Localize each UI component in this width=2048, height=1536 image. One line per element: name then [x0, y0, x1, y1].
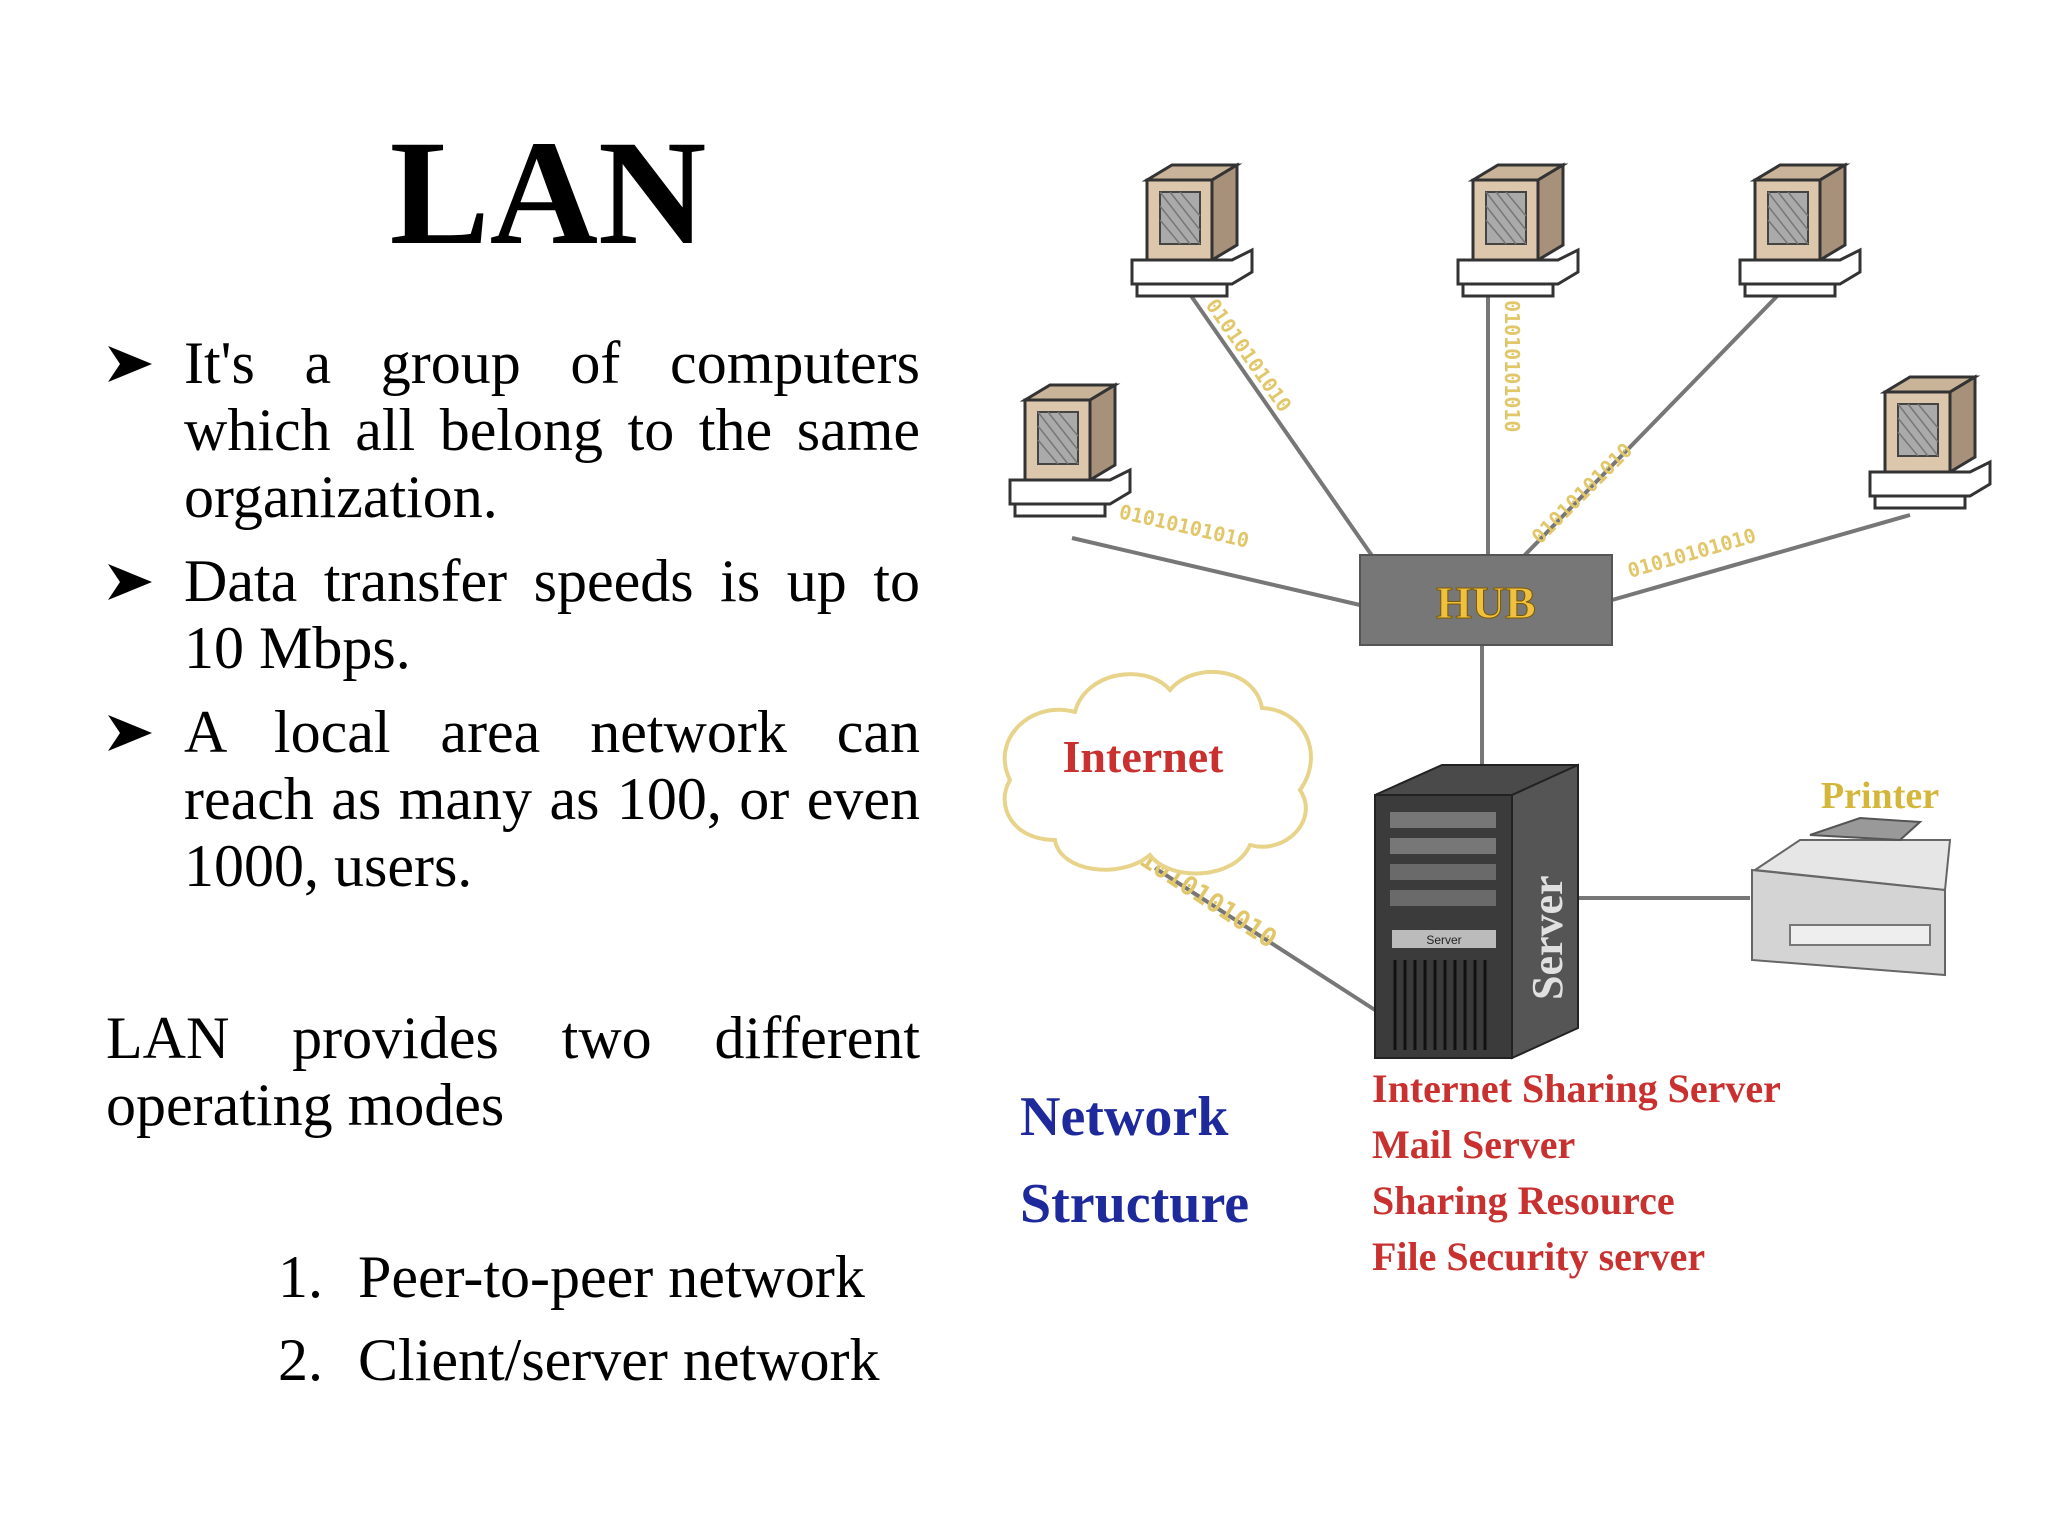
cables — [1071, 278, 1911, 1012]
bits-label: 01010101010 — [1625, 523, 1759, 583]
server-role: Sharing Resource — [1372, 1178, 1675, 1223]
bits-label: 01010101010 — [1117, 499, 1251, 552]
server-roles: Internet Sharing Server Mail Server Shar… — [1372, 1066, 1781, 1279]
mode-label: Peer-to-peer network — [358, 1244, 865, 1310]
mode-label: Client/server network — [358, 1327, 880, 1393]
server-label: Server — [1523, 875, 1572, 1000]
slide-title: LAN — [389, 110, 707, 276]
server-role: File Security server — [1372, 1234, 1705, 1279]
caption-line: Network — [1020, 1086, 1229, 1148]
mode-number: 2. — [278, 1327, 323, 1393]
computer-icon — [1868, 375, 1992, 510]
bits-label: 01010101010 — [1500, 300, 1524, 432]
server-badge: Server — [1426, 933, 1461, 947]
arrow-bullet-icon — [108, 346, 152, 382]
bullet-item: It's a group of computers which all belo… — [106, 330, 920, 531]
computer-icon — [1456, 163, 1580, 298]
caption-line: Structure — [1020, 1173, 1249, 1235]
mode-item: 1. Peer-to-peer network — [278, 1236, 880, 1319]
computer-icon — [1008, 383, 1132, 518]
computer-icon — [1738, 163, 1862, 298]
arrow-bullet-icon — [108, 564, 152, 600]
network-diagram-svg: 01010101010 01010101010 01010101010 0101… — [1002, 163, 1992, 1279]
internet-label: Internet — [1063, 731, 1225, 782]
modes-intro: LAN provides two different operating mod… — [106, 1005, 920, 1138]
mode-number: 1. — [278, 1244, 323, 1310]
bullet-text: It's a group of computers which all belo… — [184, 330, 920, 530]
bullet-text: A local area network can reach as many a… — [184, 699, 920, 899]
bullet-list: It's a group of computers which all belo… — [106, 330, 920, 917]
network-structure-caption: Network Structure — [1020, 1086, 1249, 1235]
internet-cloud: Internet — [1002, 669, 1313, 876]
hub-box: HUB — [1359, 554, 1613, 646]
bullet-item: Data transfer speeds is up to 10 Mbps. — [106, 548, 920, 682]
computer-icon — [1130, 163, 1254, 298]
bullet-text: Data transfer speeds is up to 10 Mbps. — [184, 548, 920, 681]
mode-item: 2. Client/server network — [278, 1319, 880, 1402]
printer-icon: Printer — [1751, 775, 1952, 977]
server-role: Internet Sharing Server — [1372, 1066, 1781, 1111]
server-tower: Server Server — [1374, 763, 1579, 1060]
bullet-item: A local area network can reach as many a… — [106, 699, 920, 900]
server-role: Mail Server — [1372, 1122, 1575, 1167]
modes-list: 1. Peer-to-peer network 2. Client/server… — [278, 1236, 880, 1402]
printer-label: Printer — [1821, 775, 1939, 817]
bits-label: 01010101010 — [1527, 438, 1638, 549]
bits-label: 01010101010 — [1201, 294, 1297, 416]
hub-label: HUB — [1436, 577, 1536, 628]
arrow-bullet-icon — [108, 715, 152, 751]
network-diagram: 01010101010 01010101010 01010101010 0101… — [970, 95, 2028, 1325]
